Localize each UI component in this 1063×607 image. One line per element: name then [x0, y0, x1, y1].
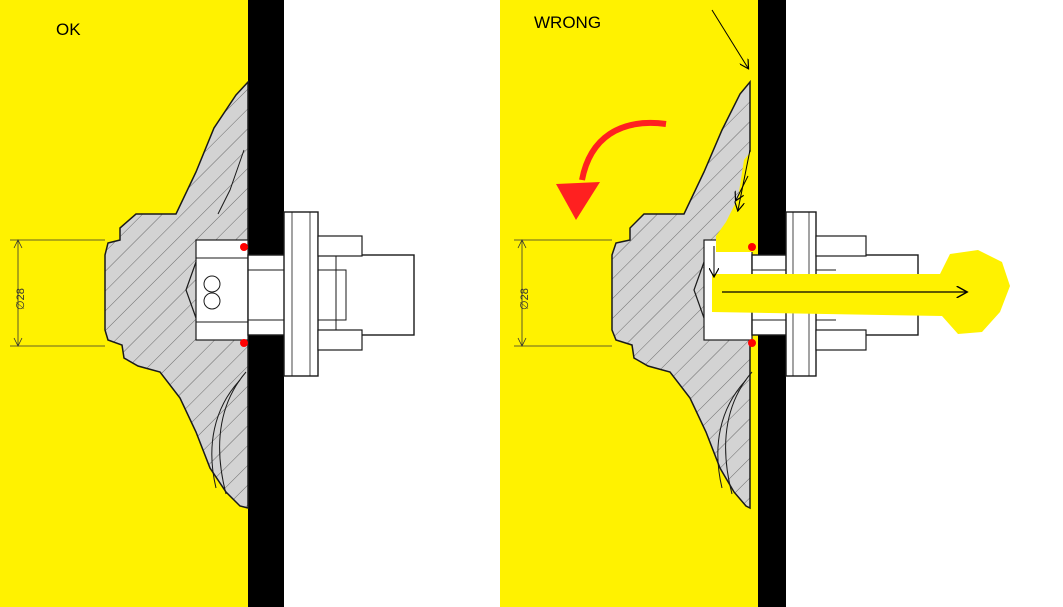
drill-tip: [693, 261, 705, 319]
panel-wrong: ∅28 WRONG: [500, 0, 1010, 607]
leak-arrow: [736, 175, 749, 200]
impeller-body: [104, 80, 249, 509]
panel-title-wrong: WRONG: [534, 13, 601, 32]
blade-line: [217, 149, 245, 215]
seal-ring: [240, 339, 248, 347]
washer: [815, 235, 867, 257]
seal-ring: [748, 243, 756, 251]
leak-arrow: [711, 9, 748, 68]
washer: [815, 329, 867, 351]
drill-tip: [185, 261, 197, 319]
washer: [317, 235, 363, 257]
rotation-arrow: [579, 120, 667, 181]
ball: [203, 275, 221, 293]
blade-line: [211, 379, 241, 489]
shaft: [247, 254, 415, 336]
bore: [195, 239, 249, 341]
washer: [317, 329, 363, 351]
nut: [283, 211, 319, 377]
dimension-label: ∅28: [15, 288, 27, 310]
impeller-body: [611, 79, 751, 510]
seal-ring: [240, 243, 248, 251]
panel-ok: ∅28 OK: [0, 0, 415, 607]
panel-title-ok: OK: [56, 20, 81, 39]
seal-ring: [748, 339, 756, 347]
rotation-arrow-head: [556, 182, 600, 220]
dimension-label: ∅28: [519, 288, 531, 310]
ball: [203, 292, 221, 310]
